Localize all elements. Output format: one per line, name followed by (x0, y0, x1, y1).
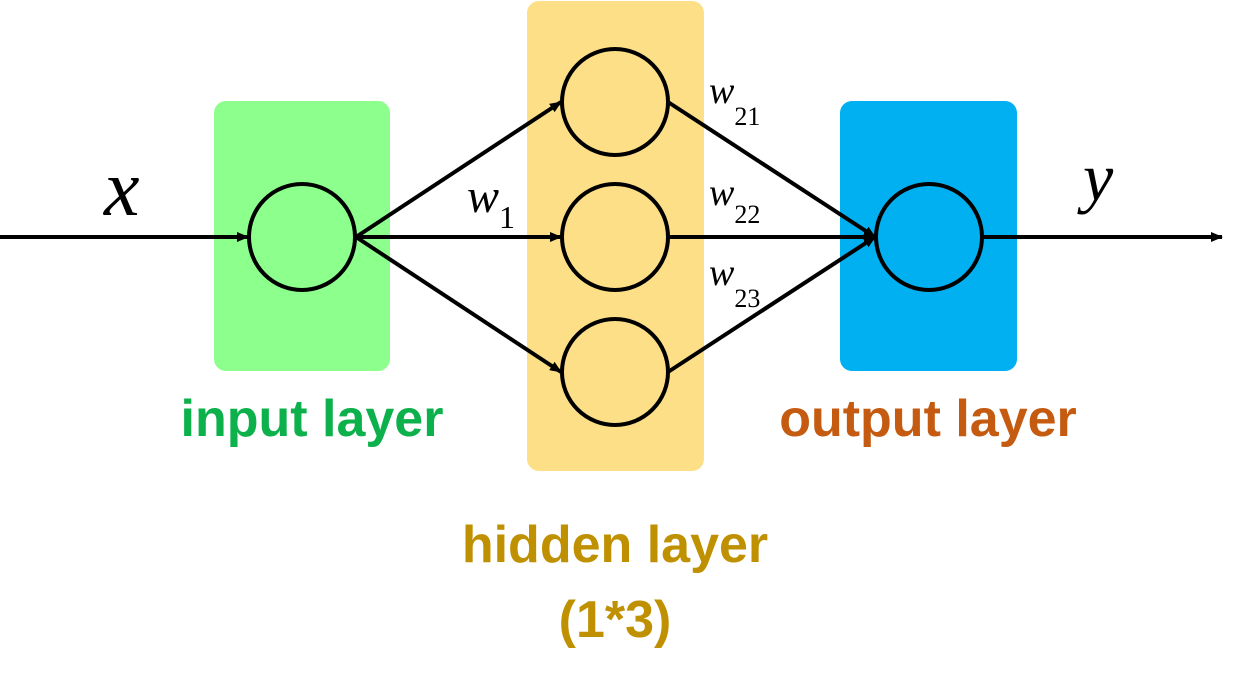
output-layer-box (840, 101, 1017, 371)
output-neuron (874, 182, 984, 292)
hidden-layer-label: hidden layer (462, 516, 768, 574)
input-variable-x: x (103, 145, 140, 233)
weight-w23: w23 (709, 252, 760, 313)
connections (0, 100, 1223, 374)
input-layer-box (214, 101, 390, 371)
hidden-layer-box (527, 1, 704, 471)
hidden-neuron-1 (560, 47, 670, 157)
output-variable-y: y (1077, 139, 1114, 215)
input-neuron (247, 182, 357, 292)
edge-hidden1-output (666, 100, 877, 239)
edge-input-hidden3 (354, 235, 563, 374)
hidden-neuron-3 (560, 317, 670, 427)
output-layer-label: output layer (779, 390, 1077, 448)
edge-input-hidden1 (354, 100, 563, 239)
weight-w1: w1 (467, 170, 515, 235)
weight-w22: w22 (709, 172, 760, 229)
edge-hidden3-output (666, 235, 877, 374)
hidden-neuron-2 (560, 182, 670, 292)
hidden-layer-size-label: (1*3) (559, 591, 672, 649)
neurons (247, 47, 984, 427)
weight-w21: w21 (709, 70, 760, 131)
input-layer-label: input layer (181, 390, 444, 448)
